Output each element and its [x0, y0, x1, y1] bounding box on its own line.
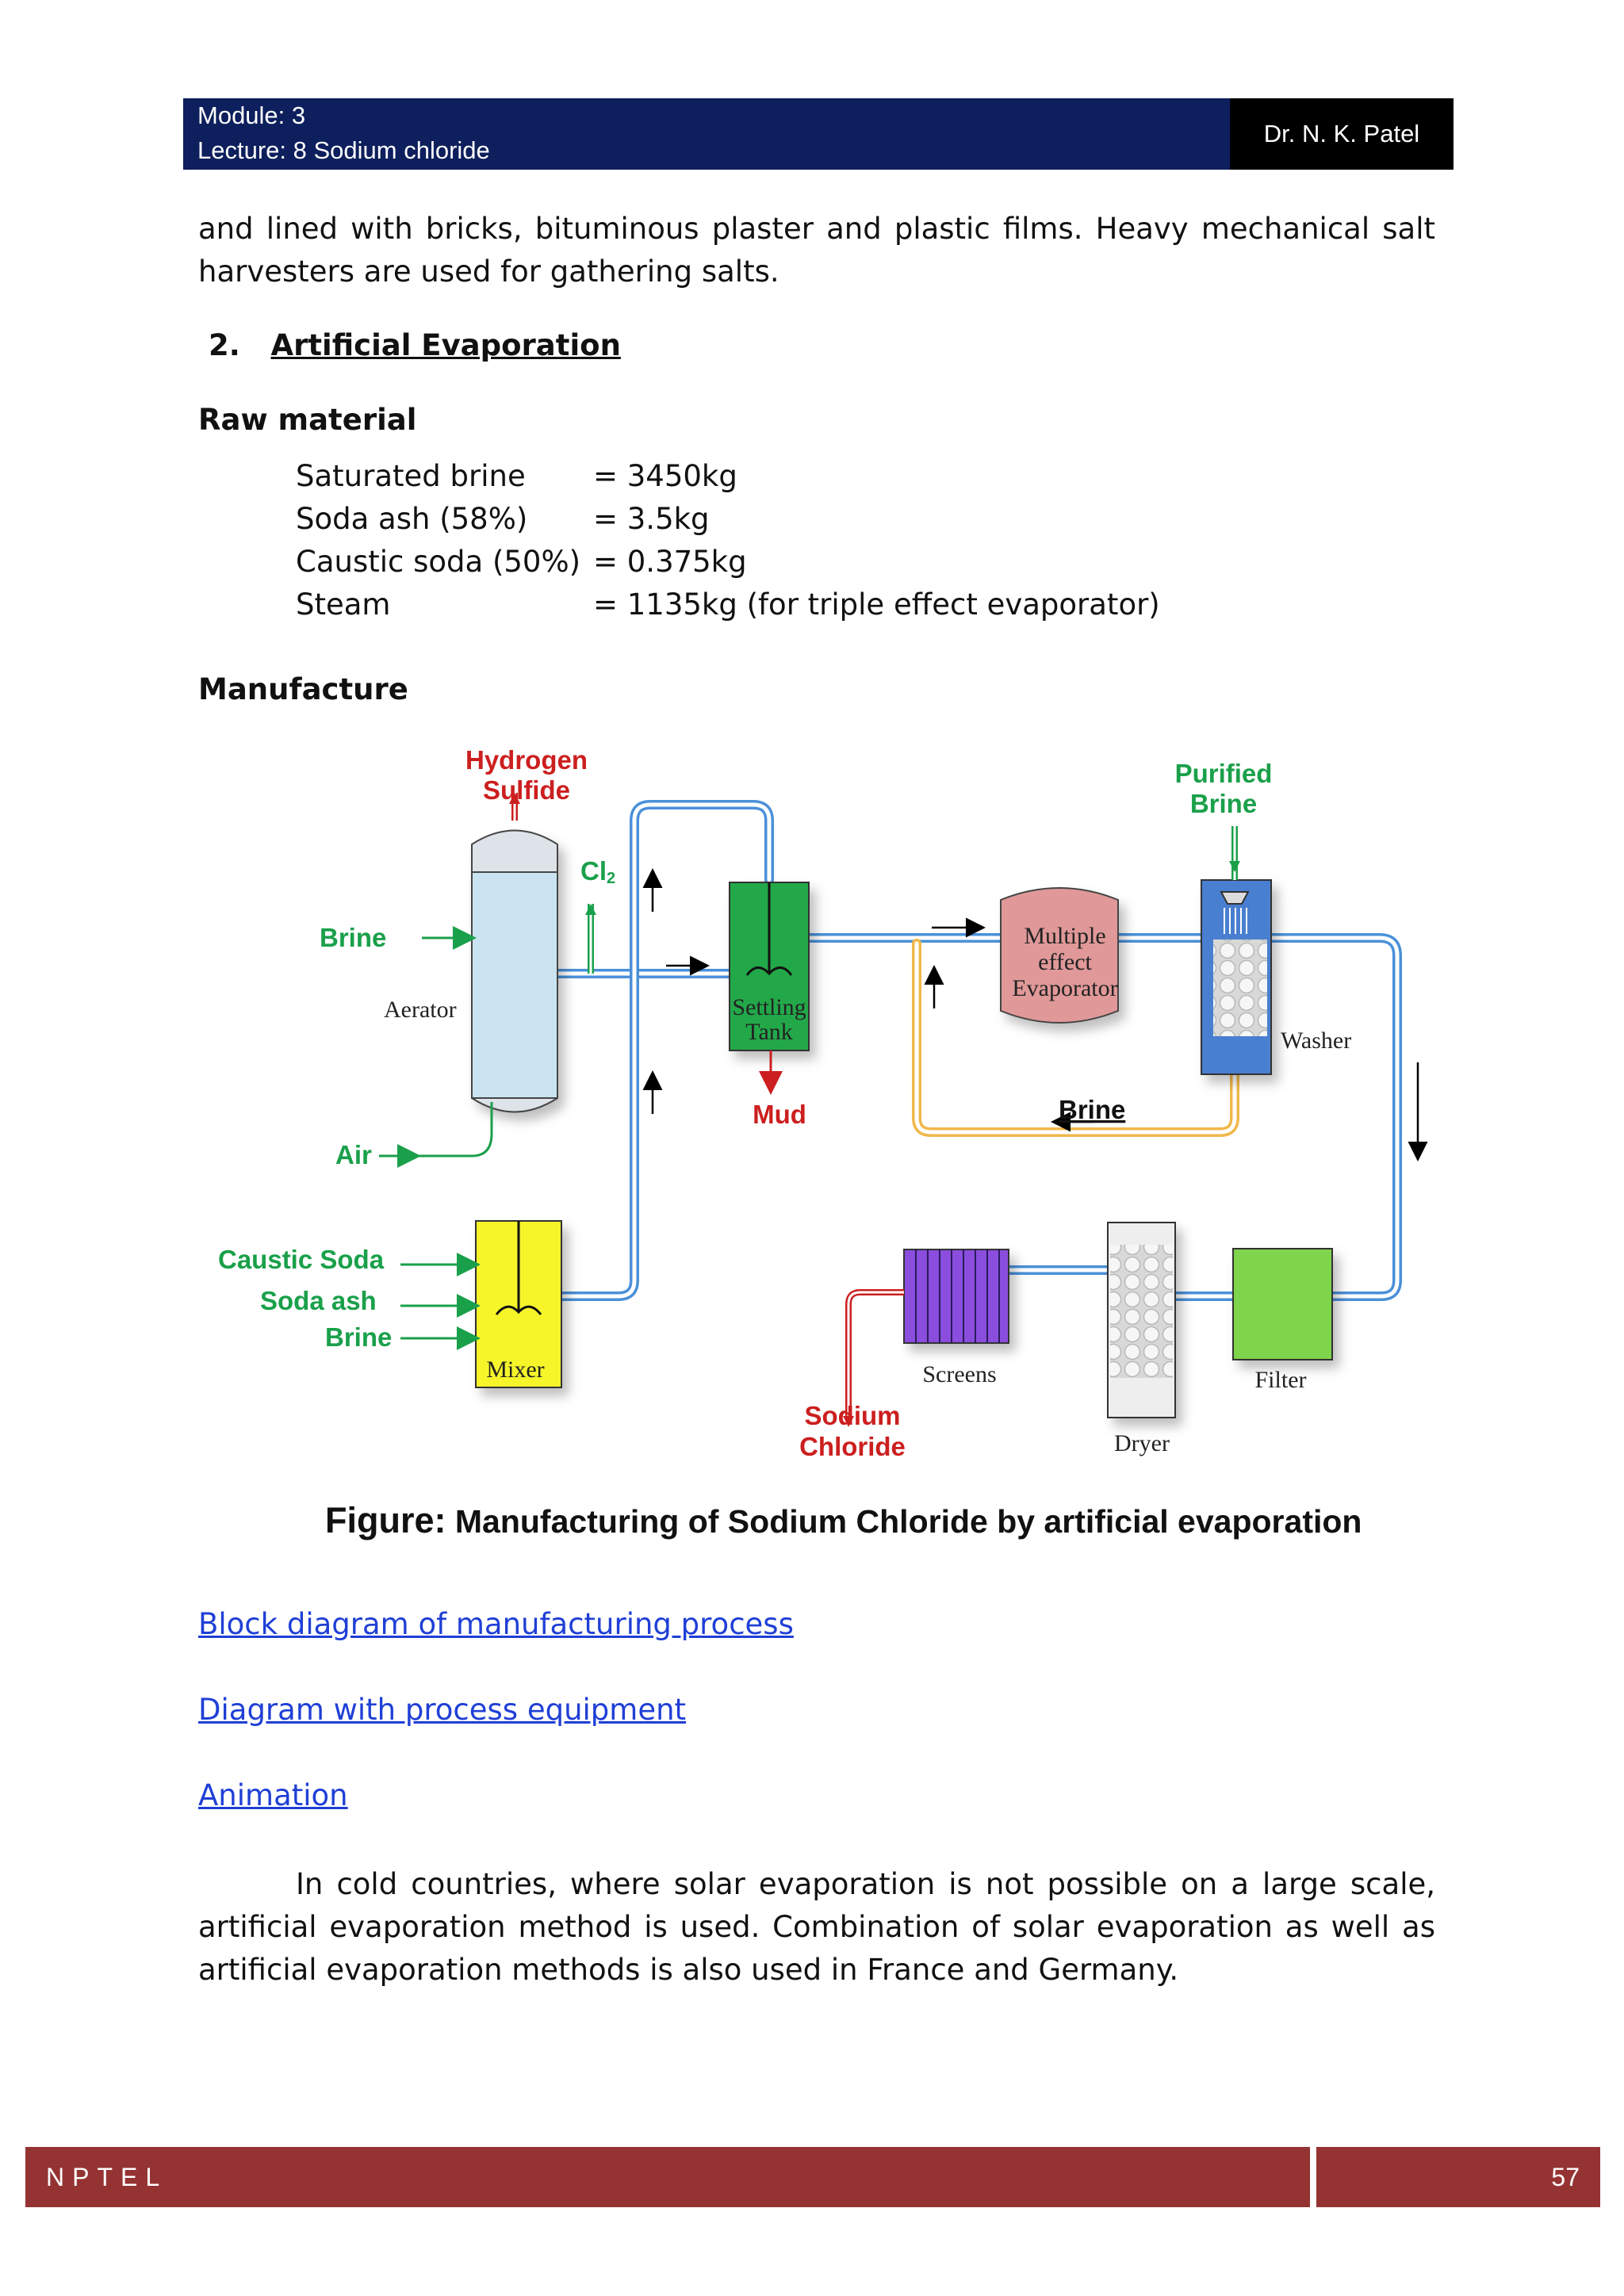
label-caustic-soda: Caustic Soda — [218, 1245, 385, 1274]
raw-material-value: = 3450kg — [593, 459, 737, 493]
manufacture-heading: Manufacture — [198, 672, 408, 706]
raw-material-label: Saturated brine — [296, 459, 526, 493]
raw-material-label: Soda ash (58%) — [296, 502, 528, 536]
label-aerator: Aerator — [384, 997, 457, 1023]
label-sulfide: Sulfide — [483, 775, 570, 805]
figure-caption: Figure: Manufacturing of Sodium Chloride… — [325, 1500, 1362, 1541]
intro-paragraph: and lined with bricks, bituminous plaste… — [198, 212, 1435, 289]
link-block-diagram[interactable]: Block diagram of manufacturing process — [198, 1607, 794, 1641]
label-purified: Purified — [1175, 759, 1273, 788]
raw-material-label: Caustic soda (50%) — [296, 545, 581, 579]
label-sodium: Sodium — [805, 1401, 901, 1430]
multiple-effect-evaporator — [1000, 887, 1119, 1024]
label-purified-brine: Brine — [1190, 789, 1257, 818]
raw-material-value: = 0.375kg — [593, 545, 747, 579]
filter — [1232, 1248, 1333, 1360]
label-effect: effect — [1038, 949, 1092, 975]
aerator-vessel — [471, 829, 558, 1113]
label-multiple: Multiple — [1024, 923, 1105, 949]
raw-material-label: Steam — [296, 587, 391, 622]
label-cl2: Cl2 — [580, 856, 615, 887]
label-mud: Mud — [753, 1100, 806, 1129]
label-filter: Filter — [1255, 1367, 1307, 1393]
label-tank: Tank — [745, 1019, 793, 1045]
raw-material-value: = 3.5kg — [593, 502, 710, 536]
label-soda-ash: Soda ash — [260, 1286, 377, 1315]
label-screens: Screens — [922, 1361, 996, 1387]
label-chloride: Chloride — [799, 1432, 906, 1461]
label-washer: Washer — [1281, 1027, 1351, 1054]
figure-caption-prefix: Figure: — [325, 1500, 446, 1540]
label-hydrogen: Hydrogen — [465, 745, 588, 775]
section-title-text: Artificial Evaporation — [270, 328, 621, 362]
module-label: Module: 3 — [197, 101, 306, 129]
section-number: 2. — [209, 328, 240, 362]
label-brine-in: Brine — [320, 923, 386, 952]
figure-caption-text: Manufacturing of Sodium Chloride by arti… — [446, 1503, 1362, 1540]
raw-material-value: = 1135kg (for triple effect evaporator) — [593, 587, 1160, 622]
closing-paragraph: In cold countries, where solar evaporati… — [198, 1867, 1435, 1987]
label-air: Air — [335, 1140, 372, 1169]
pipe-washer-filter — [1266, 933, 1402, 1301]
label-evaporator: Evaporator — [1012, 975, 1117, 1001]
label-settling: Settling — [732, 994, 806, 1020]
page-number: 57 — [1316, 2147, 1600, 2207]
label-mixer: Mixer — [486, 1357, 544, 1383]
link-animation[interactable]: Animation — [198, 1778, 348, 1812]
header-module-bar: Module: 3 Lecture: 8 Sodium chloride — [183, 98, 1230, 170]
label-brine-recycle: Brine — [1059, 1095, 1125, 1124]
label-brine-mixer: Brine — [325, 1322, 392, 1352]
lecture-label: Lecture: 8 Sodium chloride — [197, 136, 490, 164]
section-title: 2. Artificial Evaporation — [209, 328, 621, 362]
footer-brand: NPTEL — [25, 2147, 1310, 2207]
raw-material-heading: Raw material — [198, 403, 417, 437]
author-label: Dr. N. K. Patel — [1230, 98, 1454, 170]
screens — [903, 1249, 1009, 1344]
label-dryer: Dryer — [1114, 1430, 1170, 1456]
link-process-equipment[interactable]: Diagram with process equipment — [198, 1693, 687, 1727]
